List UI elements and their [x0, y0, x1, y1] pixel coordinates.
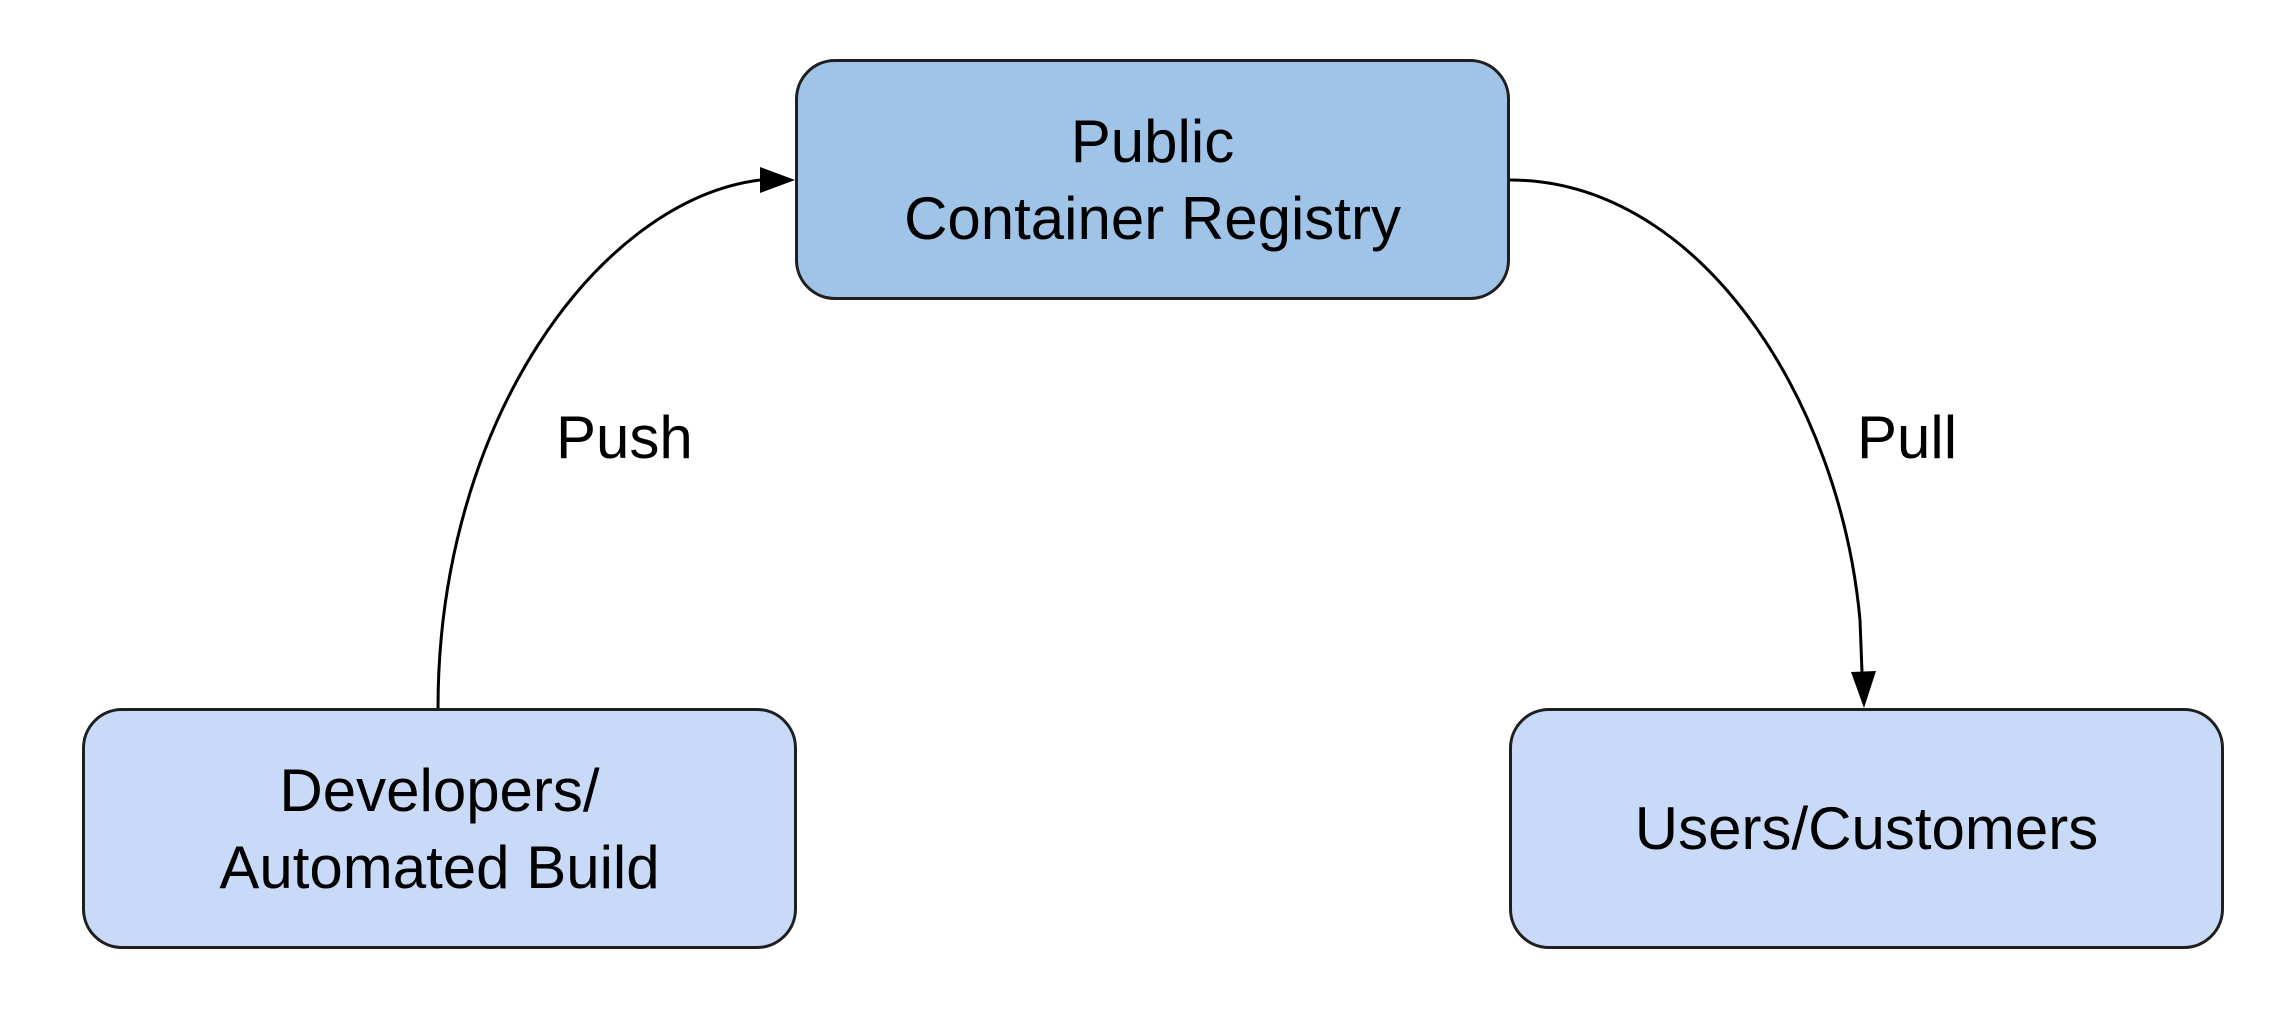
developers-label-line-1: Developers/ [279, 756, 600, 824]
users-customers-node: Users/Customers [1509, 708, 2224, 949]
developers-label-line-2: Automated Build [219, 833, 660, 901]
pull-arrowhead [1851, 671, 1876, 708]
public-container-registry-node: Public Container Registry [795, 59, 1510, 300]
push-label: Push [556, 404, 693, 471]
push-arrow [436, 178, 761, 709]
users-label: Users/Customers [1634, 795, 2099, 862]
developers-automated-build-node: Developers/ Automated Build [82, 708, 797, 949]
pull-label: Pull [1857, 404, 1958, 471]
pull-arrow [1509, 178, 1864, 673]
registry-label-line-1: Public [1070, 107, 1235, 175]
push-arrowhead [760, 167, 795, 193]
registry-label-line-2: Container Registry [904, 184, 1401, 252]
